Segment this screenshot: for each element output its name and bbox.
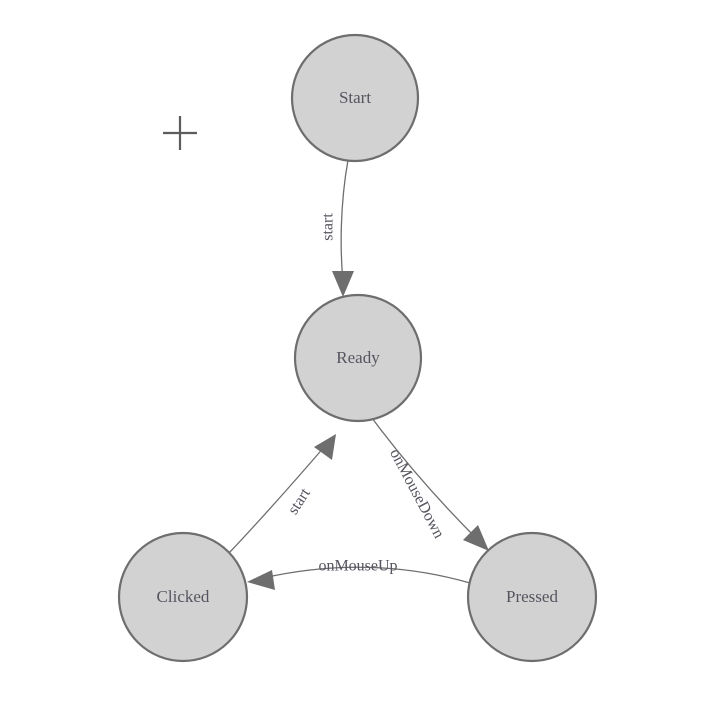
arrowhead-icon-ready-to-pressed: [463, 525, 489, 551]
node-circle-pressed[interactable]: [466, 531, 598, 663]
edge-line-ready-to-pressed[interactable]: [371, 417, 479, 541]
node-start[interactable]: Start: [290, 33, 420, 163]
arrowhead-icon-start-to-ready: [332, 271, 354, 297]
edge-line-pressed-to-clicked[interactable]: [262, 566, 471, 584]
node-ready[interactable]: Ready: [293, 293, 423, 423]
edge-line-start-to-ready[interactable]: [340, 159, 349, 282]
node-circle-start[interactable]: [290, 33, 420, 163]
edge-line-clicked-to-ready[interactable]: [228, 445, 326, 554]
crosshair-cursor: [163, 116, 197, 150]
edge-start-to-ready[interactable]: start: [320, 159, 354, 297]
arrowhead-icon-clicked-to-ready: [314, 434, 336, 460]
edge-pressed-to-clicked[interactable]: onMouseUp: [247, 558, 471, 590]
edge-label-start-to-ready: start: [320, 213, 337, 241]
edge-label-clicked-to-ready: start: [285, 485, 315, 518]
arrowhead-icon-pressed-to-clicked: [247, 570, 275, 590]
node-circle-ready[interactable]: [293, 293, 423, 423]
edge-clicked-to-ready[interactable]: start: [228, 434, 336, 554]
node-circle-clicked[interactable]: [117, 531, 249, 663]
edge-label-ready-to-pressed: onMouseDown: [386, 446, 447, 541]
node-pressed[interactable]: Pressed: [466, 531, 598, 663]
edge-label-pressed-to-clicked: onMouseUp: [318, 558, 397, 575]
edge-ready-to-pressed[interactable]: onMouseDown: [371, 417, 489, 551]
node-clicked[interactable]: Clicked: [117, 531, 249, 663]
